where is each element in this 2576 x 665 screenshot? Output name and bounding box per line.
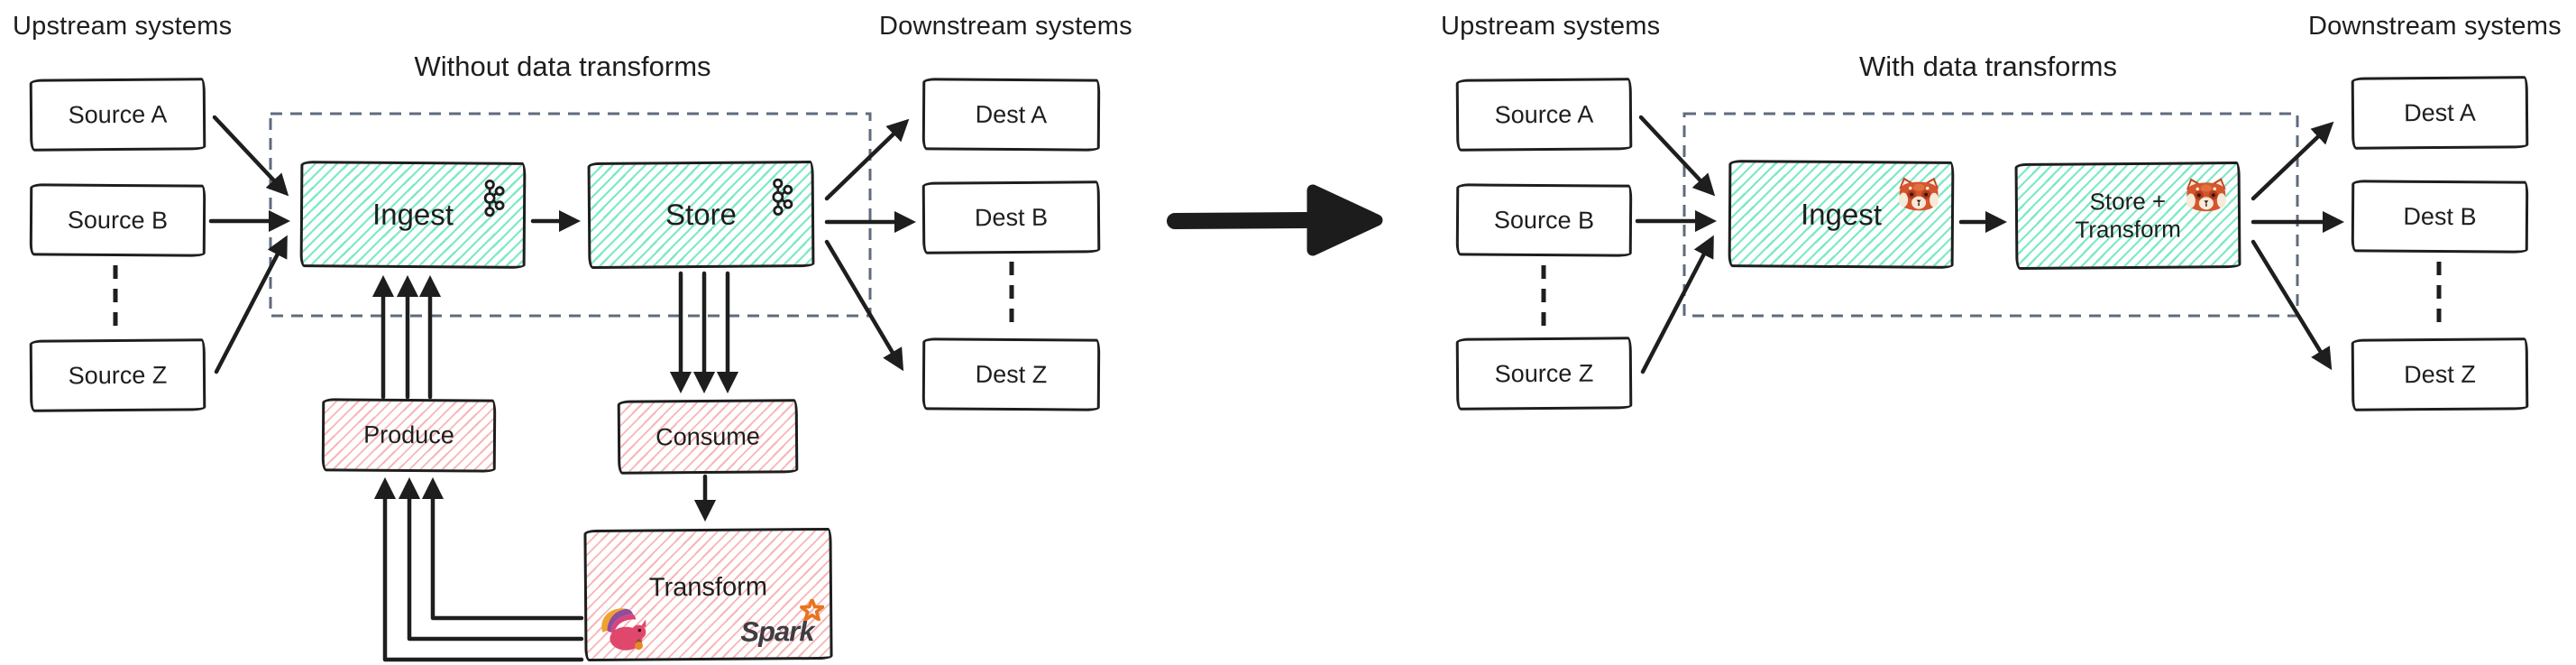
arrow-sourceA-ingest-r (1638, 115, 1716, 197)
downstream-label-right: Downstream systems (2308, 12, 2562, 41)
upstream-label-right: Upstream systems (1441, 12, 1661, 41)
dest-a-left: Dest A (921, 78, 1101, 152)
ellipsis-connectors (113, 262, 2442, 330)
ingest-left-label: Ingest (371, 197, 454, 232)
consume-label: Consume (655, 422, 760, 450)
dest-z-right: Dest Z (2351, 337, 2529, 411)
pipeline-boundary-right (1682, 112, 2299, 318)
arrow-storetransform-destA (2251, 121, 2334, 201)
transform-box: Transform Spark (583, 527, 833, 662)
source-b-left: Source B (29, 183, 206, 257)
source-z-right-label: Source Z (1494, 359, 1594, 387)
store-box-left: Store (587, 161, 815, 269)
dest-a-left-label: Dest A (975, 100, 1048, 128)
dest-z-left: Dest Z (921, 337, 1101, 411)
store-transform-box: Store + Transform (2014, 162, 2241, 270)
dest-z-right-label: Dest Z (2404, 360, 2476, 388)
arrow-sourceZ-ingest (214, 235, 288, 374)
consume-box: Consume (617, 399, 799, 475)
flink-icon (601, 608, 646, 651)
dest-b-right: Dest B (2351, 180, 2529, 254)
source-b-right-label: Source B (1493, 206, 1595, 234)
left-arrows (208, 115, 917, 662)
dest-z-left-label: Dest Z (975, 360, 1048, 388)
title-left: Without data transforms (414, 51, 711, 82)
redpanda-icon (2186, 178, 2226, 212)
dest-b-left: Dest B (921, 180, 1101, 254)
source-z-left: Source Z (29, 338, 206, 412)
source-z-left-label: Source Z (68, 361, 168, 389)
transform-label: Transform (648, 572, 768, 603)
source-z-right: Source Z (1455, 337, 1633, 411)
transition-arrow (1167, 184, 1383, 256)
arrow-sourceZ-ingest-r (1640, 235, 1714, 374)
upstream-label-left: Upstream systems (13, 12, 233, 41)
ingest-right-label: Ingest (1800, 197, 1883, 231)
redpanda-icon (1899, 177, 1939, 211)
produce-box: Produce (321, 398, 497, 473)
arrow-store-destZ (824, 239, 904, 372)
dest-b-left-label: Dest B (974, 203, 1049, 231)
dest-b-right-label: Dest B (2403, 202, 2477, 230)
spark-logo: Spark (740, 598, 830, 649)
source-a-left-label: Source A (68, 100, 168, 128)
arrow-transform-produce-3 (373, 476, 584, 662)
arrow-transform-produce-2 (398, 476, 584, 642)
source-a-right-label: Source A (1494, 100, 1594, 128)
arrow-sourceA-ingest (212, 115, 289, 197)
arrow-storetransform-destZ (2251, 239, 2333, 371)
kafka-icon (772, 178, 793, 216)
title-right: With data transforms (1859, 51, 2117, 82)
ingest-box-right: Ingest (1728, 160, 1955, 269)
source-b-right: Source B (1455, 183, 1633, 257)
dest-a-right: Dest A (2351, 76, 2529, 150)
produce-label: Produce (363, 420, 454, 449)
store-left-label: Store (665, 197, 738, 232)
spark-star-icon (800, 598, 825, 622)
dest-a-right-label: Dest A (2404, 98, 2476, 126)
right-arrows (1635, 115, 2345, 374)
pipeline-boundary-left (269, 112, 872, 318)
arrow-store-destA (824, 118, 910, 201)
store-transform-label: Store + Transform (2075, 187, 2181, 244)
ingest-box-left: Ingest (299, 161, 527, 269)
downstream-label-left: Downstream systems (879, 12, 1132, 41)
source-b-left-label: Source B (67, 206, 169, 234)
source-a-left: Source A (29, 78, 206, 152)
source-a-right: Source A (1455, 78, 1633, 152)
kafka-icon (483, 179, 505, 217)
arrow-transform-produce-1 (421, 476, 584, 621)
